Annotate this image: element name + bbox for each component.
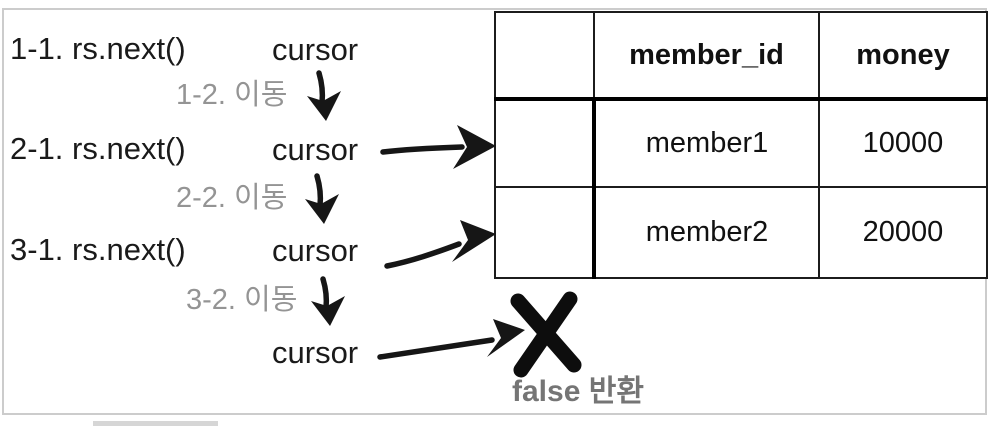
step1-call-label: 1-1. rs.next() [10,31,186,66]
step2-move-label: 2-2. 이동 [176,182,288,214]
row2-member-id: member2 [593,186,820,279]
row1-member-id: member1 [593,98,820,188]
result-table: member_id money member1 10000 member2 20… [494,11,988,279]
table-header-row: member_id money [494,11,988,101]
table-row-member2: member2 20000 [494,186,988,279]
row1-cursor-cell [494,98,596,188]
header-cursor-column [494,11,595,101]
header-member-id: member_id [593,11,820,101]
step2-call-label: 2-1. rs.next() [10,131,186,166]
step3-call-label: 3-1. rs.next() [10,232,186,267]
step2-cursor-label: cursor [272,132,359,167]
row2-money: 20000 [818,186,988,279]
cropped-element-edge [93,421,218,426]
table-row-member1: member1 10000 [494,98,988,188]
false-return-label: false 반환 [512,375,644,408]
row1-money: 10000 [818,98,988,188]
row2-cursor-cell [494,186,596,279]
step1-cursor-label: cursor [272,32,359,67]
step3-move-label: 3-2. 이동 [186,284,298,316]
step1-move-label: 1-2. 이동 [176,79,288,111]
final-cursor-label: cursor [272,335,359,370]
header-money: money [818,11,988,101]
step3-cursor-label: cursor [272,233,359,268]
